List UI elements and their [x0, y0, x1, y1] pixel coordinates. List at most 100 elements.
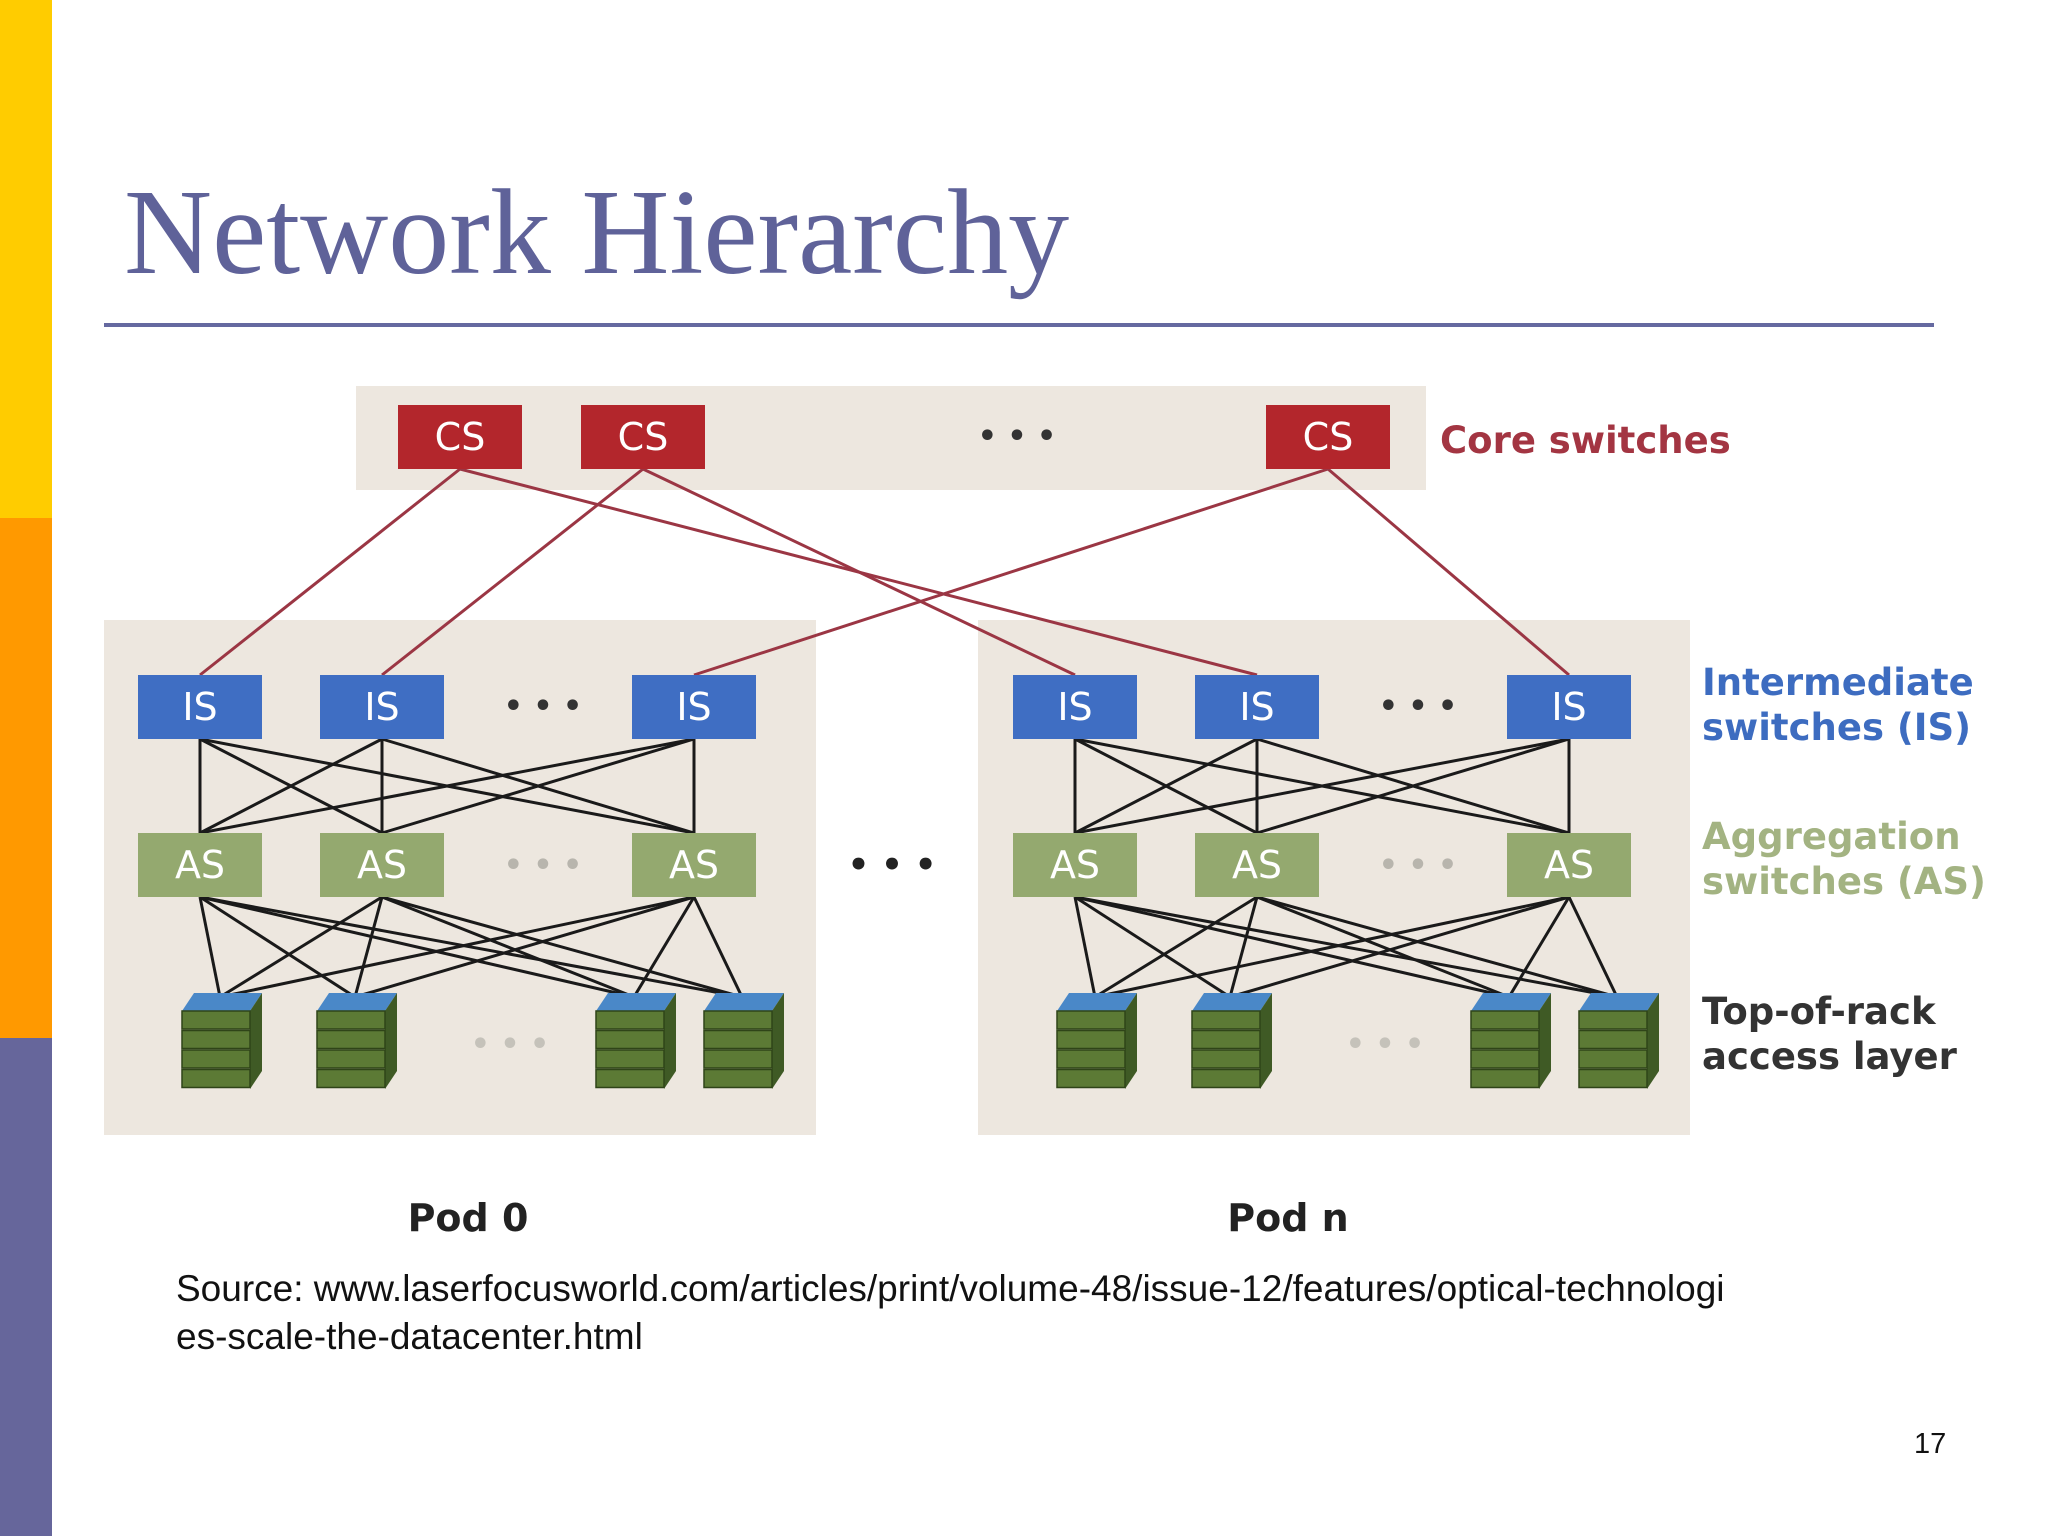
pod-0-tor-rack-1-unit	[181, 1010, 251, 1030]
pod-n-is-2-label: IS	[1239, 685, 1274, 729]
pod-n-tor-rack-4-unit	[1578, 1029, 1648, 1050]
pod-n-tor-rack-4-unit	[1578, 1068, 1648, 1089]
as-tor-link	[632, 896, 696, 998]
pod-n-tor-rack-3-unit	[1470, 1068, 1540, 1089]
core-link	[642, 467, 1076, 677]
legend-tor-line-1: Top-of-rack	[1702, 990, 1937, 1033]
pod-n-tor-rack-2	[1191, 993, 1272, 1089]
pod-0-tor-rack-4-unit	[703, 1068, 773, 1089]
pod-0-is-3: IS	[632, 675, 756, 739]
pod-n-tor-rack-1-unit	[1056, 1029, 1126, 1050]
pod-0-is-2-label: IS	[364, 685, 399, 729]
pod-0-tor-rack-3-unit	[595, 1068, 665, 1089]
pod-n-tor-rack-1-side	[1125, 993, 1137, 1089]
pod-n-tor-rack-2-unit	[1191, 1010, 1261, 1030]
pod-n-as-2-label: AS	[1232, 843, 1282, 887]
pod-0-tor-rack-1-unit	[181, 1068, 251, 1089]
as-tor-link	[199, 895, 356, 999]
pod-0-tor-rack-4-unit	[703, 1049, 773, 1069]
pod-0-tor-rack-2-unit	[316, 1068, 386, 1089]
pod-0-as-3-label: AS	[669, 843, 719, 887]
core-link	[381, 467, 644, 677]
pod-n-as-ellipsis: • • •	[1379, 848, 1457, 883]
pod-n-as-2: AS	[1195, 833, 1319, 897]
pod-n-tor-rack-3-unit	[1470, 1029, 1540, 1050]
core-switch-2-label: CS	[618, 415, 669, 459]
core-panel	[356, 386, 1426, 490]
legend-intermediate-line-2: switches (IS)	[1702, 706, 1971, 749]
pod-n-as-1-box	[1013, 833, 1137, 897]
pod-n-as-3-label: AS	[1544, 843, 1594, 887]
pod-0-tor-rack-1-unit	[181, 1029, 251, 1050]
pod-n-is-3-label: IS	[1551, 685, 1586, 729]
as-tor-link	[1256, 895, 1510, 999]
pod-0-tor-rack-4-side	[772, 993, 784, 1089]
pod-0-tor-rack-3-side	[664, 993, 676, 1089]
pod-0-tor-rack-3	[595, 993, 676, 1089]
is-as-link	[381, 737, 695, 835]
as-tor-link	[692, 896, 744, 998]
as-tor-link	[199, 895, 635, 999]
legend-intermediate-line-1: Intermediate	[1702, 661, 1974, 704]
pod-0-tor-rack-3-unit	[595, 1010, 665, 1030]
pod-n-tor-rack-2-side	[1260, 993, 1272, 1089]
ellipsis-group: • • • • • • • • • • • • • • • • • • • • …	[471, 419, 1457, 1062]
pod-n-tor-rack-2-unit	[1191, 1049, 1261, 1069]
as-tor-link	[219, 895, 695, 999]
pod-0-tor-rack-1	[181, 993, 262, 1089]
pod-n-tor-rack-1-top	[1057, 993, 1137, 1011]
pod-n-tor-rack-1-unit	[1056, 1049, 1126, 1069]
core-switch-3-box	[1266, 405, 1390, 469]
pod-n-tor-rack-1	[1056, 993, 1137, 1089]
as-tor-link	[354, 895, 695, 999]
pod-n-is-1: IS	[1013, 675, 1137, 739]
pod-0-is-2-box	[320, 675, 444, 739]
legend-aggregation-line-2: switches (AS)	[1702, 860, 1986, 903]
pod-0-tor-rack-2-unit	[316, 1029, 386, 1050]
core-switch-3-label: CS	[1303, 415, 1354, 459]
pod-n-as-3: AS	[1507, 833, 1631, 897]
pod-n-is-3-box	[1507, 675, 1631, 739]
pod-0-tor-rack-1-unit	[181, 1049, 251, 1069]
pod-0-tor-rack-1-side	[250, 993, 262, 1089]
title-underline	[104, 323, 1934, 327]
as-tor-link	[1073, 896, 1097, 998]
between-pods-ellipsis: • • •	[848, 845, 937, 885]
pod-0-tor-rack-2-top	[317, 993, 397, 1011]
pod-0-as-1-box	[138, 833, 262, 897]
as-tor-link	[381, 895, 743, 999]
pod-0-tor-rack-2-unit	[316, 1010, 386, 1030]
pod-n-tor-rack-3-top	[1471, 993, 1551, 1011]
pod-0-tor-rack-3-top	[596, 993, 676, 1011]
pod-0-tor-rack-3-unit	[595, 1029, 665, 1050]
as-tor-link	[198, 896, 222, 998]
core-link	[693, 467, 1329, 677]
pod-0-is-3-box	[632, 675, 756, 739]
pod-n-tor-rack-2-unit	[1191, 1029, 1261, 1050]
page-number: 17	[1914, 1428, 1947, 1460]
pod-n-tor-rack-1-unit	[1056, 1068, 1126, 1089]
pod-0-tor-rack-2-unit	[316, 1049, 386, 1069]
pod-n-tor-rack-2-top	[1192, 993, 1272, 1011]
accent-bar-bottom	[0, 1038, 52, 1536]
core-switch-1-box	[398, 405, 522, 469]
as-tor-link	[1074, 895, 1618, 999]
pod-n-is-ellipsis: • • •	[1379, 689, 1457, 724]
links-layer	[198, 467, 1619, 999]
pod-n-tor-rack-4-top	[1579, 993, 1659, 1011]
pod-0-is-1: IS	[138, 675, 262, 739]
pod-n-is-2: IS	[1195, 675, 1319, 739]
source-citation: Source: www.laserfocusworld.com/articles…	[176, 1268, 1725, 1357]
as-tor-link	[1256, 895, 1618, 999]
core-link	[199, 467, 461, 677]
pod-0-tor-rack-4-unit	[703, 1029, 773, 1050]
is-as-link	[1256, 737, 1570, 835]
as-tor-link	[1229, 895, 1570, 999]
as-tor-link	[219, 895, 383, 999]
pod-n-tor-rack-4-side	[1647, 993, 1659, 1089]
pod-n-label: Pod n	[1227, 1196, 1348, 1240]
pod-n-is-1-label: IS	[1057, 685, 1092, 729]
legend-core-switches: Core switches	[1440, 419, 1731, 462]
